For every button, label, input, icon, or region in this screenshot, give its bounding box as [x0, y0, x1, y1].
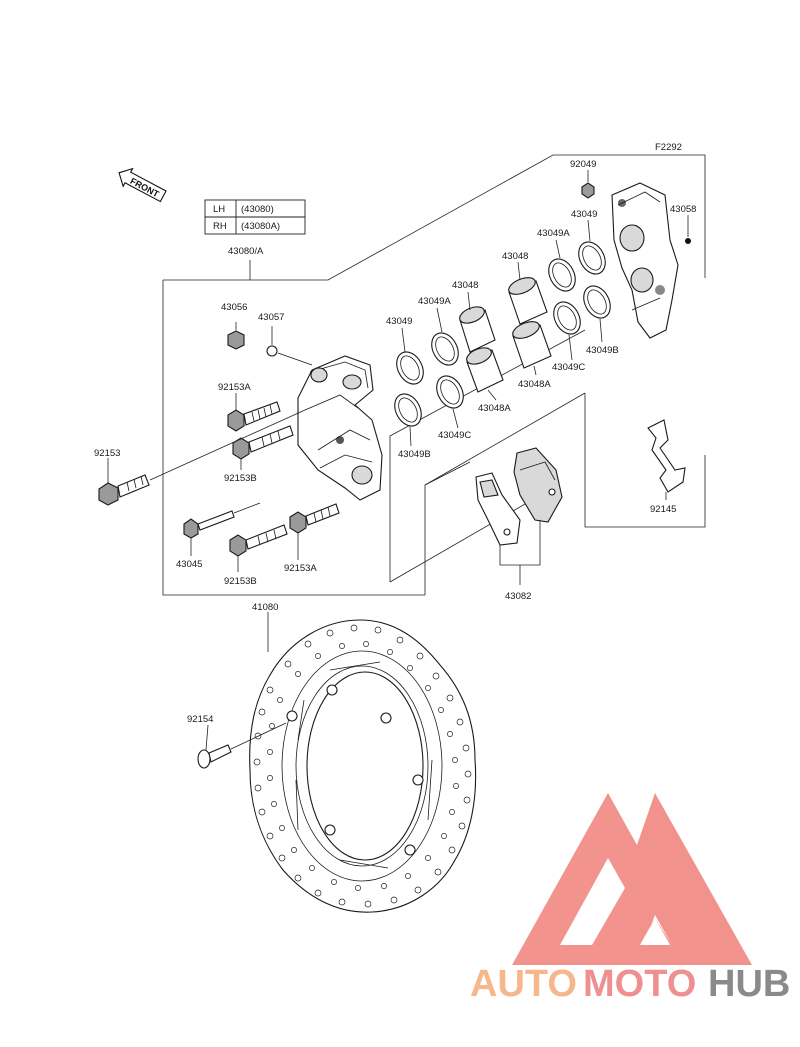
pad-pin	[183, 502, 261, 539]
plug	[685, 215, 691, 244]
variant-part: (43080A)	[241, 221, 280, 232]
brake-pad	[475, 472, 521, 546]
bleeder-nut	[227, 322, 245, 350]
seal-ring	[396, 351, 424, 385]
callout-92153B: 92153B	[224, 576, 257, 587]
callout-92153: 92153	[94, 448, 120, 459]
caliper-left	[297, 355, 383, 501]
callout-41080: 41080	[252, 602, 278, 613]
seal-ring	[431, 332, 459, 366]
callout-43049C: 43049C	[552, 362, 585, 373]
brake-pad	[513, 447, 563, 523]
callout-labels: 43080/A 43056 43057 92153A 92153 92153B …	[94, 159, 696, 725]
bleeder-valve	[266, 326, 313, 366]
washer	[581, 170, 595, 199]
callout-43080A: 43080/A	[228, 246, 264, 257]
bolt	[289, 503, 340, 534]
callout-43049C: 43049C	[438, 430, 471, 441]
variant-table: LH (43080) RH (43080A)	[204, 199, 306, 235]
disc-screw	[197, 722, 287, 769]
watermark-hub: HUB	[708, 963, 790, 1005]
callout-43082: 43082	[505, 591, 531, 602]
figure-code: F2292	[655, 142, 682, 153]
pad-spring	[647, 419, 686, 500]
bolt	[232, 425, 294, 460]
seal-ring	[578, 241, 606, 275]
front-arrow-icon: FRONT	[118, 167, 167, 203]
watermark-auto: AUTO	[470, 963, 577, 1005]
callout-43048A: 43048A	[518, 379, 551, 390]
callout-43049: 43049	[386, 316, 412, 327]
seal-ring	[553, 301, 581, 335]
seal-ring	[436, 375, 464, 409]
callout-92153A: 92153A	[284, 563, 317, 574]
callout-43058: 43058	[670, 204, 696, 215]
watermark-text: AUTO MOTO HUB	[470, 963, 790, 1005]
callout-bracket	[499, 520, 541, 585]
callout-43049B: 43049B	[398, 449, 431, 460]
caliper-right	[611, 182, 679, 339]
assembly-outline	[162, 154, 706, 596]
piston	[512, 321, 552, 369]
brake-disc	[249, 619, 477, 913]
callout-92049: 92049	[570, 159, 596, 170]
callout-43049B: 43049B	[586, 345, 619, 356]
bolt	[98, 409, 306, 506]
piston	[508, 277, 548, 325]
callout-92145: 92145	[650, 504, 676, 515]
callout-43057: 43057	[258, 312, 284, 323]
variant-part: (43080)	[241, 204, 274, 215]
piston	[466, 347, 504, 393]
callout-43048: 43048	[502, 251, 528, 262]
seal-ring	[548, 258, 576, 292]
watermark-moto: MOTO	[583, 963, 696, 1005]
callout-43049: 43049	[571, 209, 597, 220]
callout-43049A: 43049A	[418, 296, 451, 307]
callout-43048: 43048	[452, 280, 478, 291]
watermark-logo	[512, 793, 752, 965]
callout-92154: 92154	[187, 714, 213, 725]
seal-ring	[583, 285, 611, 319]
variant-side: RH	[213, 221, 227, 232]
variant-side: LH	[213, 204, 225, 215]
bolt	[229, 524, 288, 557]
seal-ring	[394, 393, 422, 427]
callout-43048A: 43048A	[478, 403, 511, 414]
leader-lines	[107, 219, 603, 751]
callout-43045: 43045	[176, 559, 202, 570]
callout-43049A: 43049A	[537, 228, 570, 239]
callout-43056: 43056	[221, 302, 247, 313]
piston	[459, 306, 496, 353]
callout-92153A: 92153A	[218, 382, 251, 393]
callout-92153B: 92153B	[224, 473, 257, 484]
